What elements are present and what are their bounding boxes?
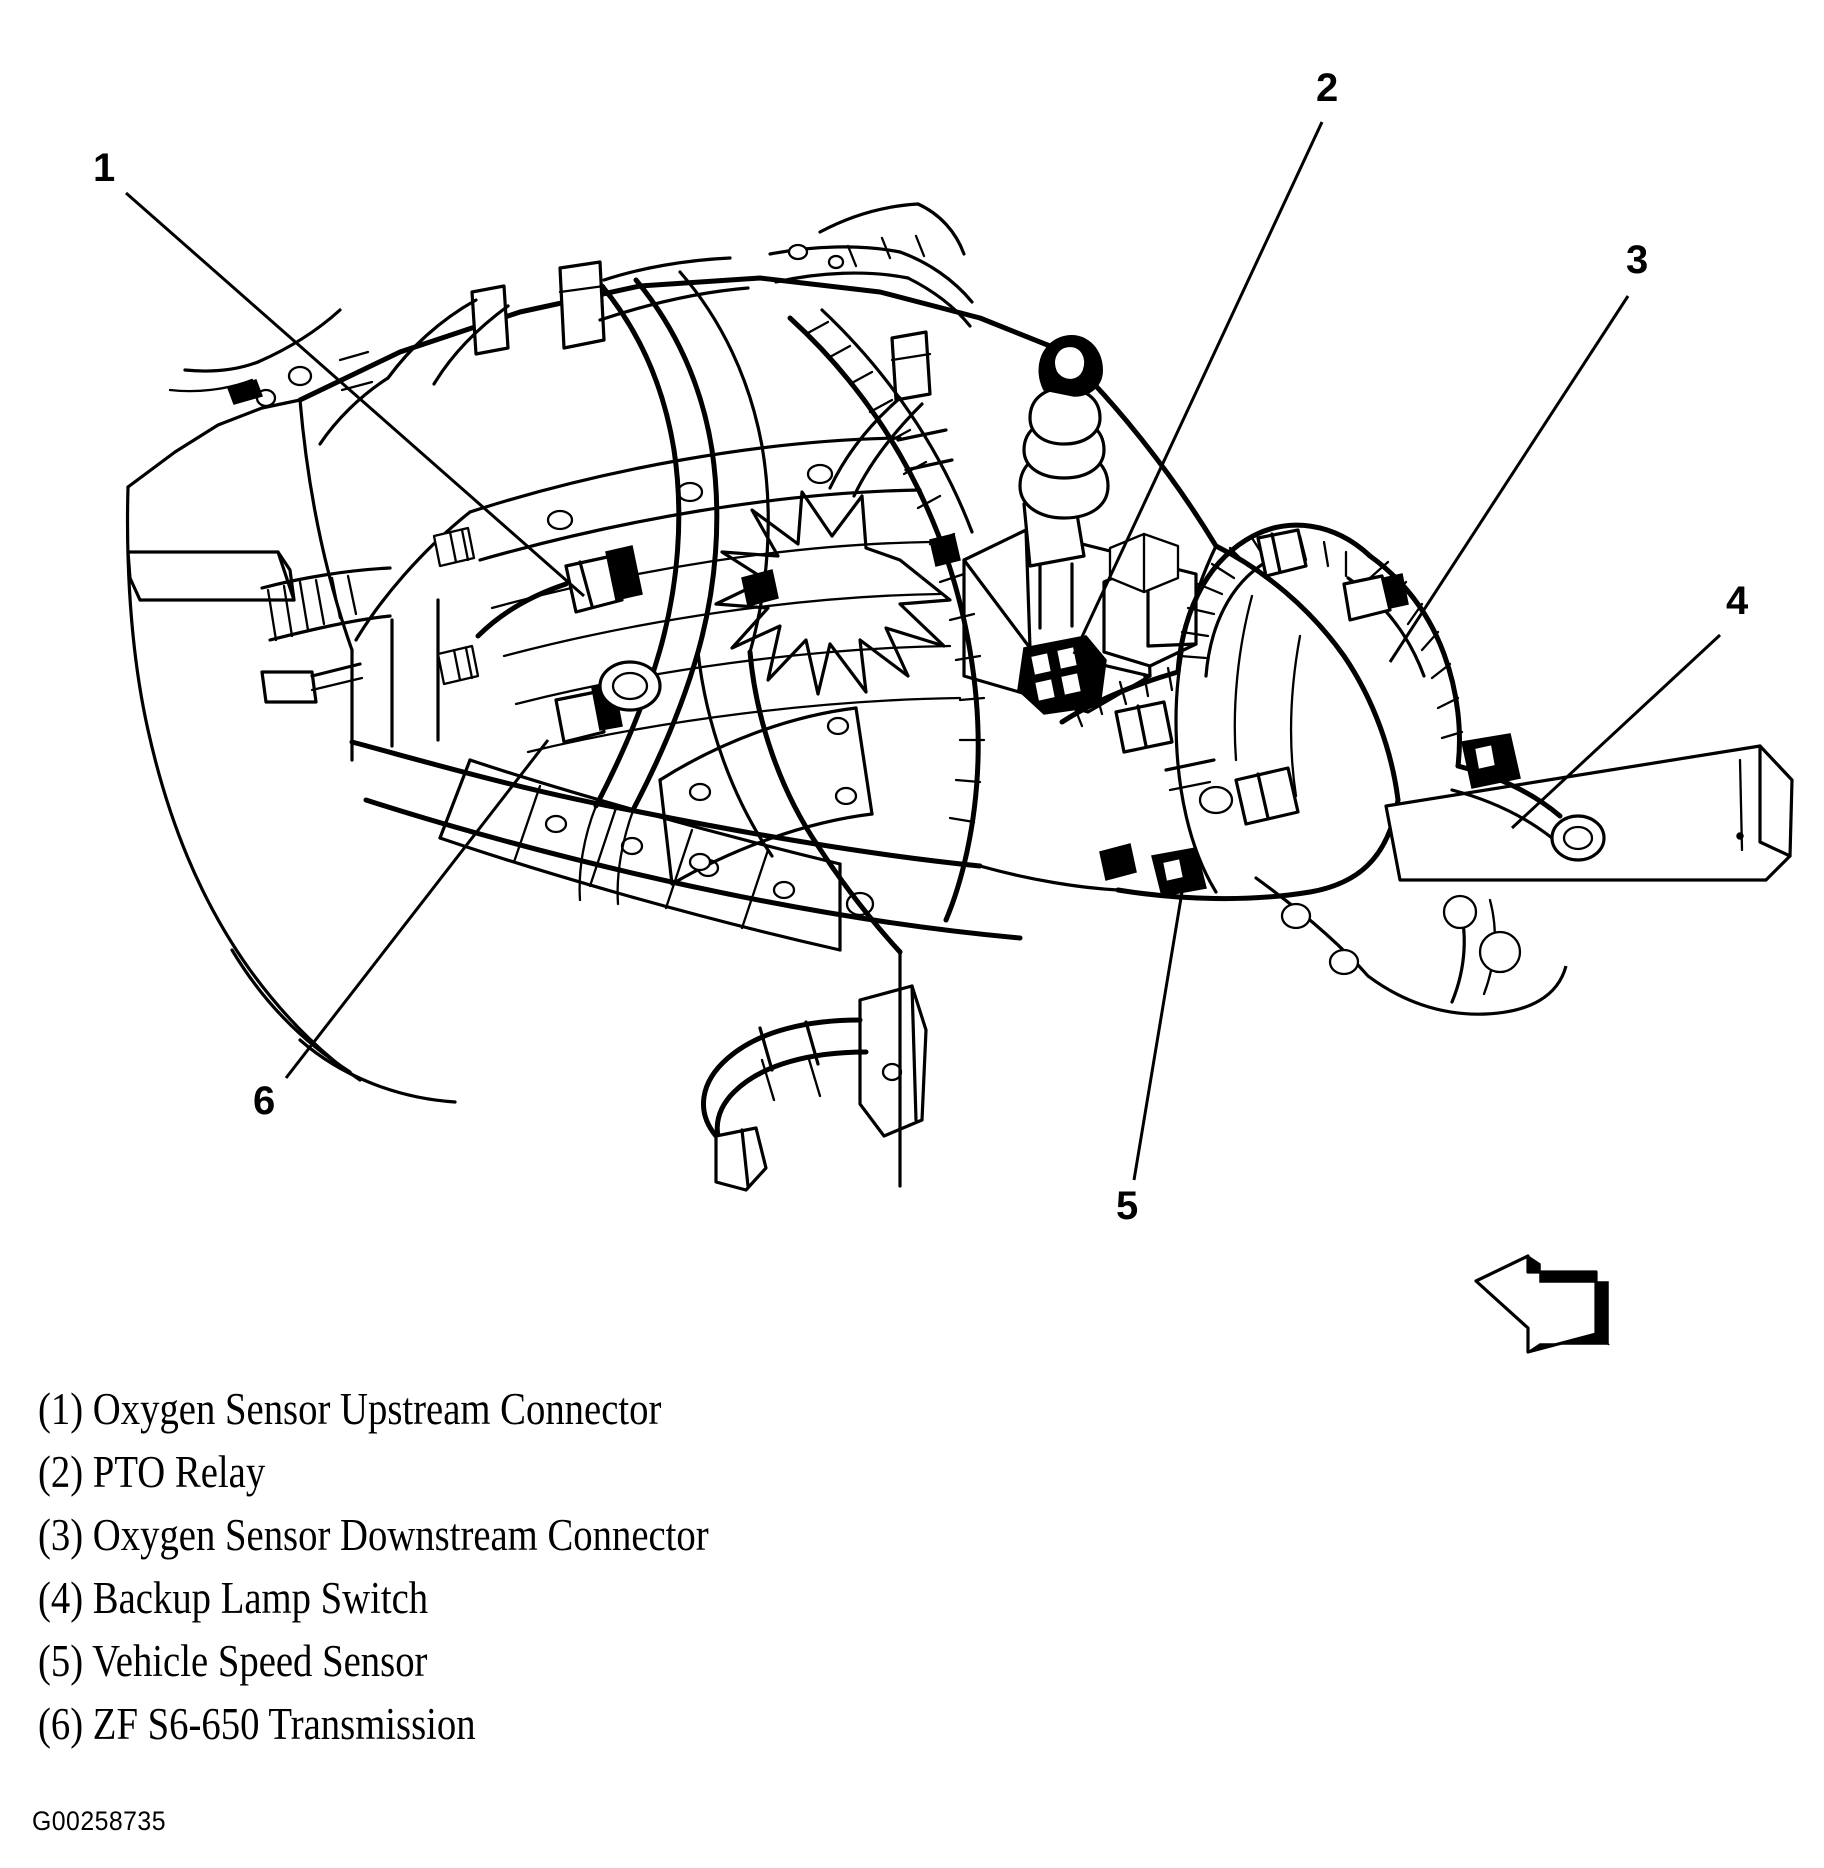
callout-number-1: 1: [93, 146, 116, 190]
legend-item-label: Vehicle Speed Sensor: [92, 1636, 428, 1686]
bell-housing: [125, 308, 457, 1104]
legend-item-index: (6): [38, 1699, 84, 1749]
pto-relay: [1017, 532, 1198, 715]
legend-item-index: (3): [38, 1510, 84, 1560]
legend-item-index: (1): [38, 1384, 84, 1434]
callout-number-3: 3: [1626, 238, 1649, 282]
legend-item-index: (5): [38, 1636, 84, 1686]
legend-item-label: PTO Relay: [92, 1447, 266, 1497]
legend-item-label: ZF S6-650 Transmission: [92, 1699, 476, 1749]
fluid-lines: [578, 270, 928, 1192]
legend-item: (2) PTO Relay: [38, 1441, 984, 1504]
legend-item-index: (2): [38, 1447, 84, 1497]
legend-item-index: (4): [38, 1573, 84, 1623]
block-arrow-left-icon: [1474, 1254, 1611, 1354]
legend-item: (6) ZF S6-650 Transmission: [38, 1693, 984, 1756]
rear-mount-hardware: [1114, 700, 1300, 826]
callout-number-4: 4: [1726, 579, 1749, 623]
legend-item: (1) Oxygen Sensor Upstream Connector: [38, 1378, 984, 1441]
legend-item-label: Backup Lamp Switch: [92, 1573, 429, 1623]
tail-housing: [1115, 543, 1568, 1016]
callout-number-5: 5: [1116, 1184, 1139, 1228]
callout-number-6: 6: [253, 1079, 276, 1123]
case-cover-plate: [432, 396, 954, 886]
legend-item: (3) Oxygen Sensor Downstream Connector: [38, 1504, 984, 1567]
legend-list: (1) Oxygen Sensor Upstream Connector (2)…: [38, 1378, 1138, 1756]
legend-item: (4) Backup Lamp Switch: [38, 1567, 984, 1630]
driveshaft-stub: [1384, 744, 1794, 882]
legend-item-label: Oxygen Sensor Downstream Connector: [92, 1510, 709, 1560]
top-component-cluster: [227, 202, 974, 446]
callout-leaders: [125, 121, 1722, 1181]
transmission-illustration: [125, 121, 1794, 1354]
oil-pan: [438, 758, 875, 952]
wiring-harness: [475, 308, 1606, 923]
transmission-case: [297, 275, 1219, 941]
callout-number-2: 2: [1316, 66, 1339, 110]
legend-item-label: Oxygen Sensor Upstream Connector: [92, 1384, 662, 1434]
legend-item: (5) Vehicle Speed Sensor: [38, 1630, 984, 1693]
figure-id-code: G00258735: [32, 1806, 166, 1836]
